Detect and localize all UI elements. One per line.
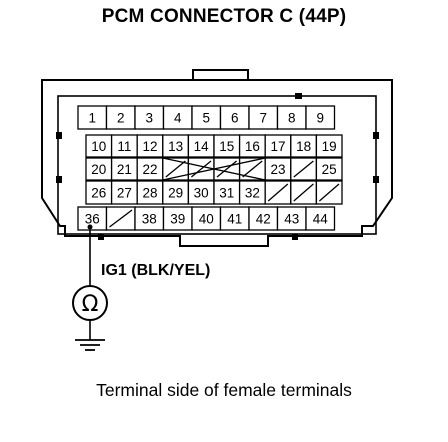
pin-label-30: 30: [194, 186, 209, 201]
pin-label-23: 23: [270, 162, 285, 177]
connector-inner-housing: [57, 95, 377, 235]
pin-label-1: 1: [88, 111, 96, 126]
empty-pin-slash: [109, 209, 133, 228]
pin-label-5: 5: [202, 111, 210, 126]
pin-label-15: 15: [219, 139, 234, 154]
pin-label-38: 38: [142, 212, 157, 227]
pin-cell-25: [315, 157, 343, 181]
side-lock-left-lower: [56, 176, 62, 183]
side-lock-right-lower: [373, 176, 379, 183]
pin-label-3: 3: [145, 111, 153, 126]
pin-cell-44: [305, 206, 336, 231]
pin-label-7: 7: [259, 111, 267, 126]
empty-pin-slash: [165, 160, 186, 178]
blank-block-cross-b: [162, 157, 266, 181]
pin-label-40: 40: [199, 212, 214, 227]
ohm-symbol: Ω: [82, 292, 99, 317]
pin-cell-9: [305, 105, 336, 130]
key-notch-top: [295, 93, 302, 99]
side-lock-right: [373, 132, 379, 139]
pin-label-14: 14: [194, 139, 210, 154]
pin-label-43: 43: [284, 212, 299, 227]
empty-pin-slash: [318, 183, 340, 202]
pin-label-19: 19: [322, 139, 337, 154]
empty-pin-slash: [267, 183, 289, 202]
pin-label-4: 4: [174, 111, 182, 126]
empty-pin-slash: [216, 160, 238, 178]
pin-label-27: 27: [117, 186, 132, 201]
connector-caption: Terminal side of female terminals: [96, 380, 352, 400]
pin-label-29: 29: [168, 186, 183, 201]
connector-title: PCM CONNECTOR C (44P): [101, 6, 347, 27]
pin-label-13: 13: [168, 139, 183, 154]
pin-label-6: 6: [231, 111, 239, 126]
ground-icon: [75, 339, 105, 351]
connector-latch: [192, 69, 249, 80]
pin-label-12: 12: [142, 139, 157, 154]
pin-label-10: 10: [91, 139, 106, 154]
ohmmeter-icon: Ω: [72, 285, 108, 321]
pin-label-16: 16: [245, 139, 260, 154]
pin-label-18: 18: [296, 139, 311, 154]
wire-label: IG1 (BLK/YEL): [101, 262, 210, 279]
key-notch-bottom-right: [292, 234, 298, 240]
pin-label-9: 9: [316, 111, 324, 126]
pin-label-20: 20: [91, 162, 106, 177]
pin-label-32: 32: [245, 186, 260, 201]
pin-label-8: 8: [288, 111, 296, 126]
wire-junction: [87, 224, 93, 230]
pin-cell-19: [315, 134, 343, 158]
pin-label-22: 22: [142, 162, 157, 177]
empty-pin-slash: [293, 183, 314, 202]
pin-label-28: 28: [142, 186, 157, 201]
key-notch-bottom-left: [98, 234, 104, 240]
pin-label-17: 17: [270, 139, 285, 154]
empty-pin-slash: [293, 160, 314, 178]
pin-label-21: 21: [117, 162, 132, 177]
pin-label-41: 41: [227, 212, 242, 227]
pin-label-25: 25: [322, 162, 337, 177]
connector-housing: [41, 79, 393, 247]
pin-label-42: 42: [256, 212, 271, 227]
pin-label-26: 26: [91, 186, 106, 201]
empty-pin-slash: [242, 160, 263, 178]
pin-label-44: 44: [313, 212, 329, 227]
pin-label-2: 2: [117, 111, 125, 126]
pin-label-31: 31: [219, 186, 234, 201]
pin-label-11: 11: [117, 139, 131, 154]
pin-label-39: 39: [170, 212, 185, 227]
empty-pin-slash: [190, 160, 212, 178]
pin-label-36: 36: [85, 212, 100, 227]
side-lock-left: [56, 132, 62, 139]
